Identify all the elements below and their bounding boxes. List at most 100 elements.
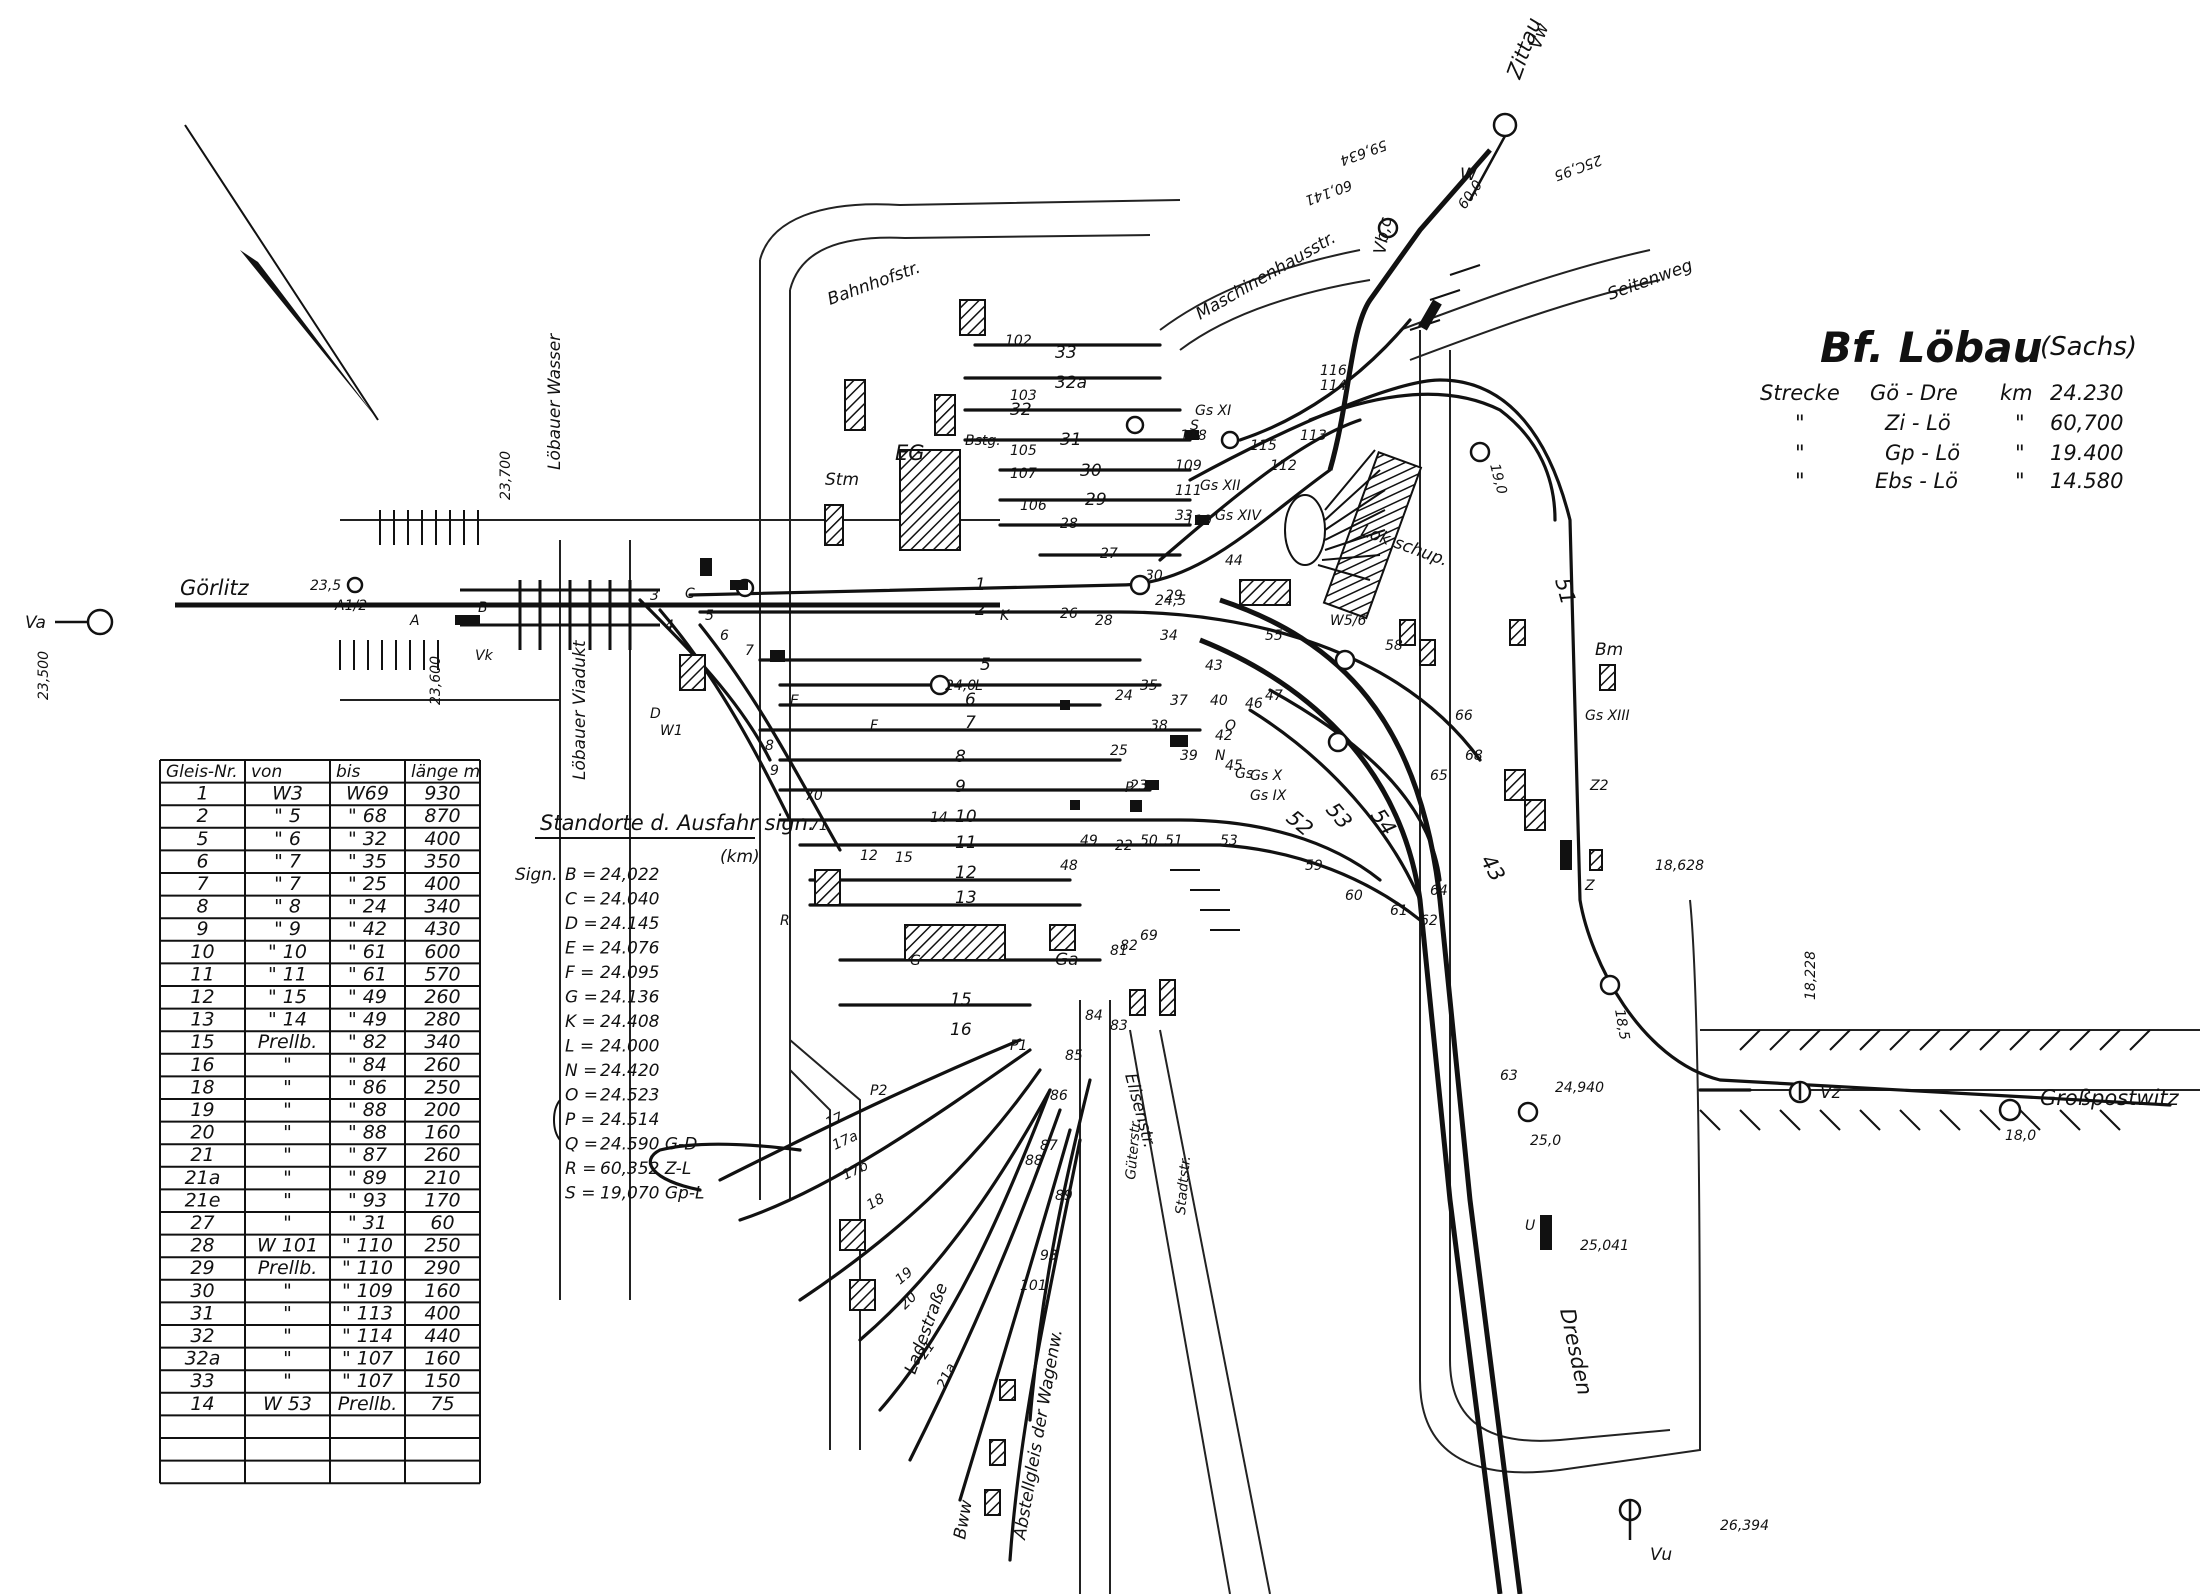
table-cell: " 24 [348, 896, 387, 918]
signal-legend-km: 24,022 [600, 865, 659, 885]
signal-legend-km: 24.095 [600, 963, 659, 983]
track-label: 8 [955, 747, 966, 767]
switch-number: 33 [1175, 508, 1193, 524]
table-cell: " 89 [348, 1167, 387, 1189]
place-goerlitz: Görlitz [180, 576, 250, 600]
signal-legend-km: 24.408 [600, 1012, 660, 1032]
switch-number: 29 [1165, 588, 1183, 604]
switch-number: 101 [1020, 1278, 1047, 1294]
station-building [899, 449, 961, 551]
table-cell: " 61 [348, 941, 387, 963]
table-cell: " 114 [342, 1325, 393, 1347]
table-cell: " 9 [274, 918, 301, 940]
table-cell: W 53 [263, 1393, 312, 1415]
street-abstellgleis: Abstellgleis der Wagenw. [1010, 1328, 1067, 1542]
table-cell: W 101 [257, 1235, 318, 1257]
table-cell: " [283, 1189, 292, 1211]
table-cell: " 93 [348, 1189, 387, 1211]
signal-legend-km: 24.523 [600, 1086, 659, 1106]
switch-number: 37 [1170, 693, 1188, 709]
table-cell: 280 [424, 1009, 460, 1031]
signal-legend-sig: D = [565, 914, 598, 934]
table-cell: 430 [424, 918, 460, 940]
track-label: 17 [823, 1110, 846, 1132]
plan-signal-letter: Gs IX [1250, 788, 1287, 804]
svg-text:18,5: 18,5 [1611, 1008, 1632, 1042]
switch-number: 24 [1115, 688, 1133, 704]
switch-number: 53 [1220, 833, 1238, 849]
switch-number: 58 [1385, 638, 1403, 654]
switch-number: 70 [805, 788, 823, 804]
table-cell: 440 [424, 1325, 460, 1347]
table-cell: 400 [424, 873, 460, 895]
table-cell: 200 [424, 1099, 460, 1121]
signal-legend-km: 24.000 [600, 1037, 659, 1057]
table-cell: 570 [424, 963, 460, 985]
switch-number: 115 [1250, 438, 1277, 454]
track-label: 19 [892, 1264, 916, 1288]
svg-text:23,600: 23,600 [428, 656, 444, 705]
table-cell: 260 [424, 1054, 460, 1076]
svg-text:18,228: 18,228 [1803, 951, 1819, 1000]
plan-signal-letter: D [650, 706, 661, 722]
table-cell: 160 [424, 1348, 460, 1370]
switch-number: 47 [1265, 688, 1283, 704]
switch-number: 82 [1120, 938, 1138, 954]
table-cell: 210 [424, 1167, 460, 1189]
svg-text:23,500: 23,500 [36, 651, 52, 700]
switch-number: 4 [665, 618, 674, 634]
table-cell: " [283, 1054, 292, 1076]
buildings [679, 299, 1616, 1516]
svg-text:18,0: 18,0 [2005, 1128, 2036, 1144]
switch-number: 86 [1050, 1088, 1068, 1104]
signal-legend-km: 24.420 [600, 1061, 659, 1081]
table-cell: " 88 [348, 1099, 387, 1121]
table-cell: " [283, 1144, 292, 1166]
signal-legend-sig: S = [565, 1184, 595, 1204]
street-labels: Bahnhofstr. Maschinenhausstr. Seitenweg … [545, 228, 1696, 1542]
signal-posts [55, 135, 1802, 1540]
street-seitenweg: Seitenweg [1605, 255, 1696, 304]
title-block: Bf. Löbau (Sachs) Strecke Gö - Dre km 24… [1760, 323, 2137, 493]
table-cell: 32a [185, 1348, 221, 1370]
switch-number: 113 [1300, 428, 1327, 444]
table-cell: Prellb. [338, 1393, 398, 1415]
viaduct [460, 580, 660, 650]
track-label: 2 [975, 600, 986, 620]
table-cell: " 32 [348, 828, 387, 850]
switch-number: 66 [1455, 708, 1473, 724]
table-cell: " [283, 1348, 292, 1370]
svg-text:43: 43 [1476, 851, 1510, 886]
goods-shed [904, 924, 1006, 961]
table-cell: " 86 [348, 1076, 387, 1098]
plan-signal-letter: Gs [1235, 766, 1253, 782]
table-cell: " 8 [274, 896, 301, 918]
signal-legend-sig: F = [565, 963, 594, 983]
table-cell: 260 [424, 1144, 460, 1166]
plan-signal-letter: Gs X [1250, 768, 1283, 784]
switch-number: 84 [1085, 1008, 1103, 1024]
svg-text:Gp - Lö: Gp - Lö [1885, 441, 1960, 465]
table-cell: 33 [190, 1370, 214, 1392]
label-bm: Bm [1595, 640, 1623, 660]
svg-text:Gö - Dre: Gö - Dre [1870, 381, 1958, 405]
switch-number: 61 [1390, 903, 1408, 919]
svg-text:53: 53 [1321, 798, 1357, 834]
signal-legend-km: 24.514 [600, 1110, 659, 1130]
switch-number: 42 [1215, 728, 1233, 744]
switch-number: 83 [1110, 1018, 1128, 1034]
table-cell: 1 [196, 783, 208, 805]
switch-number: 48 [1060, 858, 1078, 874]
plan-signal-letter: G [910, 953, 921, 969]
table-cell: " 88 [348, 1122, 387, 1144]
switch-number: 8 [765, 738, 774, 754]
switch-number: 87 [1040, 1138, 1058, 1154]
table-cell: " 82 [348, 1031, 387, 1053]
switch-number: 25 [1110, 743, 1128, 759]
svg-text:23,5: 23,5 [310, 578, 341, 594]
switch-number: 46 [1245, 696, 1263, 712]
svg-text:": " [1795, 469, 1805, 493]
signal-w: W [1460, 165, 1478, 185]
